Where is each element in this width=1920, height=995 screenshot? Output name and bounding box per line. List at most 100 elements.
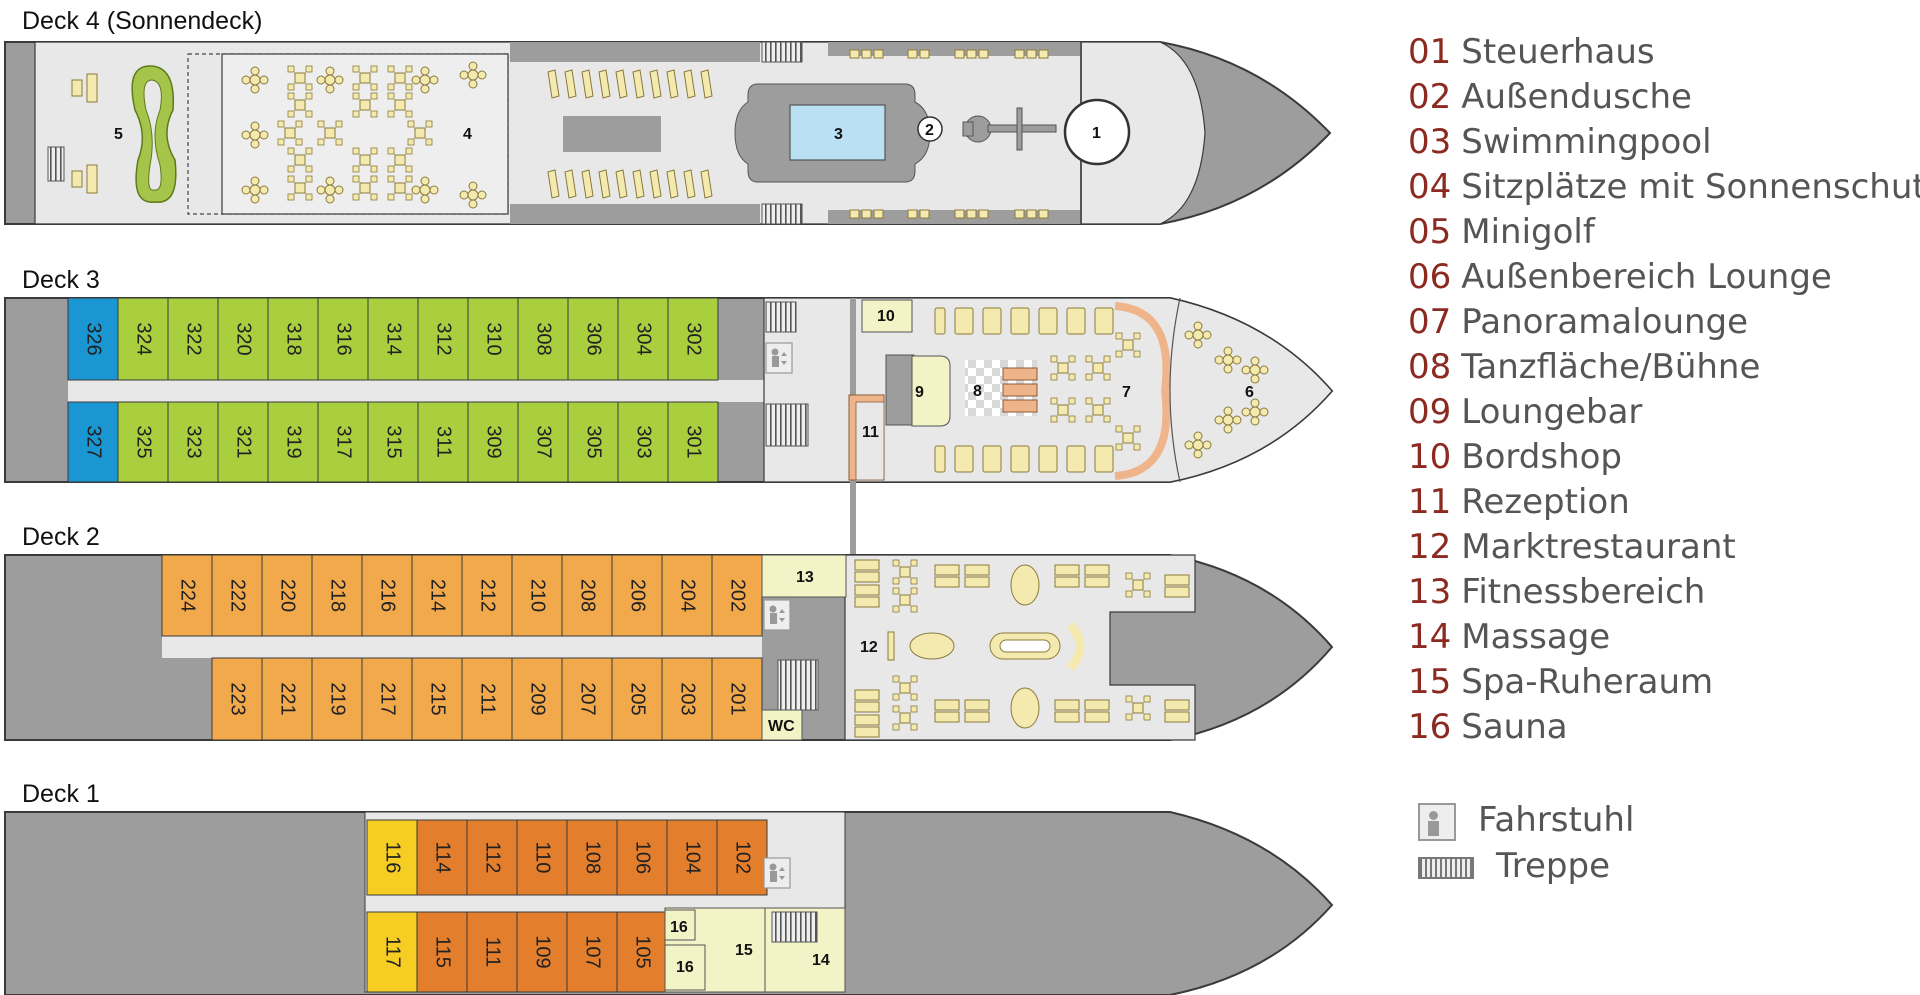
cabin [517,401,569,483]
lift-label: Fahrstuhl [1478,800,1635,840]
panorama-lounge-sofa [1114,302,1171,480]
cabin-number: 201 [727,682,749,715]
cabin-number: 302 [683,322,705,355]
legend-item-number: 13 [1408,572,1452,612]
cabin-number: 202 [727,579,749,612]
legend-item-number: 15 [1408,662,1452,702]
cabin-number: 203 [677,682,699,715]
legend-stairs: Treppe [1418,843,1610,889]
area-5-number: 5 [114,126,123,143]
cabin-number: 318 [283,322,305,355]
cabin-number: 224 [177,579,199,612]
cabin-number: 210 [527,579,549,612]
cabin [117,297,169,381]
cabin [466,819,518,896]
area-6-number: 6 [1245,384,1254,401]
cabin-number: 207 [577,682,599,715]
cabin [616,911,668,993]
legend-item-label: Loungebar [1461,392,1643,432]
cabin-number: 303 [633,425,655,458]
legend-item-label: Sitzplätze mit Sonnenschutz [1461,167,1920,207]
stairs-icon [1418,856,1474,879]
cabin [261,657,313,741]
cabin [366,911,418,993]
legend-item-label: Tanzfläche/Bühne [1461,347,1761,387]
legend-item-number: 02 [1408,77,1452,117]
area-13-number: 13 [796,569,814,586]
stairs-icon [761,41,803,63]
area-12-number: 12 [860,639,878,656]
wheelhouse-area: 1 [849,42,1131,224]
legend-item-label: Fitnessbereich [1461,572,1706,612]
cabin-number: 211 [477,683,499,715]
legend-item-label: Marktrestaurant [1461,527,1736,567]
area-9-number: 9 [915,384,924,401]
area-4-number: 4 [463,126,472,143]
cabin-number: 221 [277,682,299,715]
cabin-number: 323 [183,425,205,458]
cabin-number: 114 [432,842,454,874]
cabin [311,554,363,637]
cabin-number: 204 [677,579,699,612]
cabin [411,657,463,741]
cabin-number: 310 [483,322,505,355]
cabin-number: 208 [577,579,599,612]
cabin-number: 316 [333,322,355,355]
cabin [367,401,419,483]
cabin-number: 309 [483,425,505,458]
stairs-label: Treppe [1496,846,1611,886]
legend-item-number: 08 [1408,347,1452,387]
legend-item-label: Massage [1461,617,1611,657]
deck-3-label: Deck 3 [22,266,100,294]
cabin [616,819,668,896]
stairs-icon [777,659,819,711]
cabin [411,554,463,637]
legend-item-number: 10 [1408,437,1452,477]
cabin [516,911,568,993]
cabin [611,657,663,741]
cabin-number: 109 [532,935,554,968]
cabin [511,657,563,741]
legend-item-label: Swimmingpool [1461,122,1712,162]
legend-item-label: Bordshop [1461,437,1623,477]
cabin-number: 105 [632,935,654,968]
cabin [461,657,513,741]
stairs-icon [765,403,809,447]
area-14-number: 14 [812,952,830,969]
cabin [567,401,619,483]
deck-3-corridor [68,380,764,402]
cabin [661,657,713,741]
cabin [617,297,669,381]
bar-back [885,354,915,426]
cabin [361,554,413,637]
cabin [366,819,418,896]
cabin [167,401,219,483]
cabin-number: 104 [682,841,704,874]
cabin-number: 324 [133,322,155,355]
cabin [367,297,419,381]
stairs-icon [765,301,797,333]
deck-1-label: Deck 1 [22,780,100,808]
cabin-number: 320 [233,322,255,355]
cabin-number: 306 [583,322,605,355]
area-16a-number: 16 [670,919,688,936]
fitness-area [761,554,847,598]
minigolf-area: 5 [47,65,177,203]
lift-icon [765,342,793,374]
legend-item-number: 16 [1408,707,1452,747]
pool-area: 3 2 [547,41,943,225]
cabin [416,819,468,896]
